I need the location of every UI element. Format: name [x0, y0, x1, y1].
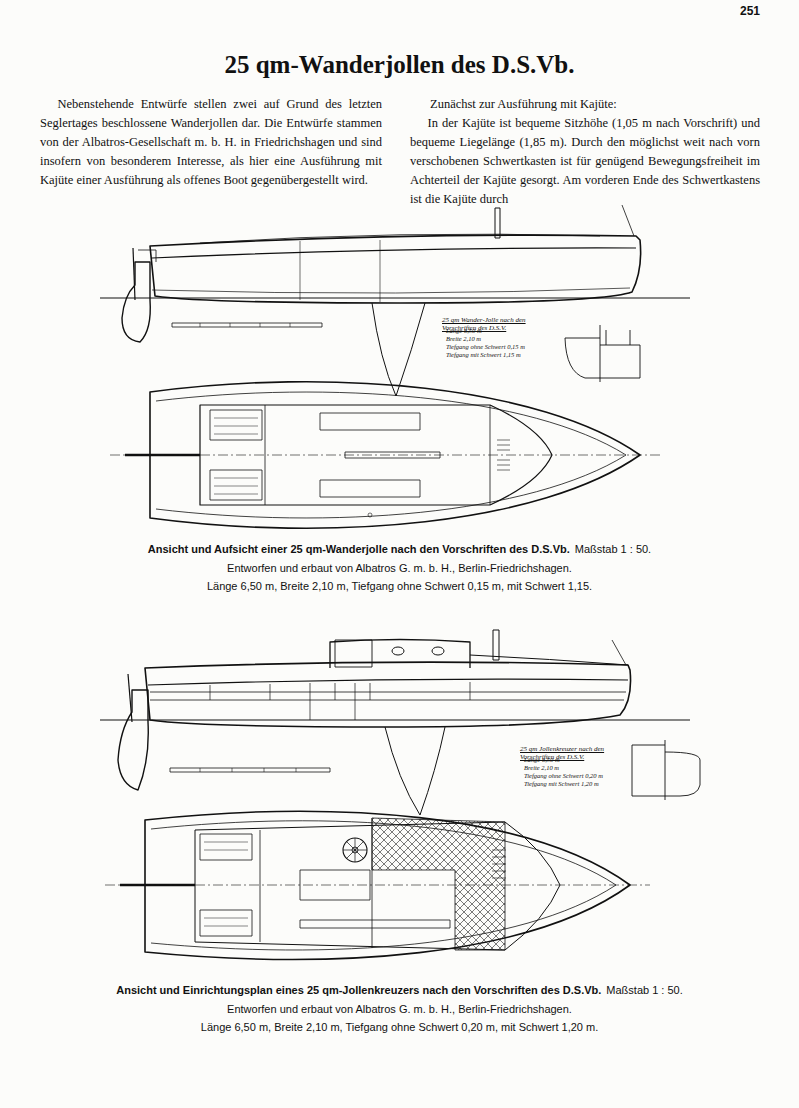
caption-line: Länge 6,50 m, Breite 2,10 m, Tiefgang oh… — [10, 578, 789, 594]
caption-scale: Maßstab 1 : 50. — [606, 982, 682, 998]
body-text: Nebenstehende Entwürfe stellen zwei auf … — [40, 95, 382, 190]
caption-line: Entworfen und erbaut von Albatros G. m. … — [10, 1001, 789, 1017]
caption-line: Ansicht und Einrichtungsplan eines 25 qm… — [10, 982, 789, 998]
caption-title: Ansicht und Aufsicht einer 25 qm-Wanderj… — [148, 541, 570, 557]
caption-credit: Entworfen und erbaut von Albatros G. m. … — [227, 560, 572, 576]
caption-scale: Maßstab 1 : 50. — [575, 541, 651, 557]
table-entry: Tiefgang ohne Schwert 0,15 m — [446, 343, 556, 351]
caption-line: Entworfen und erbaut von Albatros G. m. … — [10, 560, 789, 576]
table-entry: Tiefgang mit Schwert 1,15 m — [446, 351, 556, 359]
table-entry: Breite 2,10 m — [446, 335, 556, 343]
caption-dimensions: Länge 6,50 m, Breite 2,10 m, Tiefgang oh… — [201, 1019, 598, 1035]
table-entry: Tiefgang mit Schwert 1,20 m — [524, 780, 624, 788]
caption-line: Ansicht und Aufsicht einer 25 qm-Wanderj… — [10, 541, 789, 557]
table-entry: Länge 6,50 m — [446, 327, 556, 335]
section-heading: Zunächst zur Ausführung mit Kajüte: — [430, 95, 760, 114]
table-entry: Tiefgang ohne Schwert 0,20 m — [524, 772, 624, 780]
caption-title: Ansicht und Einrichtungsplan eines 25 qm… — [116, 982, 601, 998]
table-entry: Länge 6,50 m — [524, 756, 624, 764]
page-title: 25 qm-Wanderjollen des D.S.Vb. — [0, 50, 799, 80]
caption-dimensions: Länge 6,50 m, Breite 2,10 m, Tiefgang oh… — [207, 578, 592, 594]
table-entry: Breite 2,10 m — [524, 764, 624, 772]
body-text: In der Kajüte ist bequeme Sitzhöhe (1,05… — [410, 114, 760, 209]
page-number: 251 — [700, 4, 760, 18]
caption-credit: Entworfen und erbaut von Albatros G. m. … — [227, 1001, 572, 1017]
caption-line: Länge 6,50 m, Breite 2,10 m, Tiefgang oh… — [10, 1019, 789, 1035]
